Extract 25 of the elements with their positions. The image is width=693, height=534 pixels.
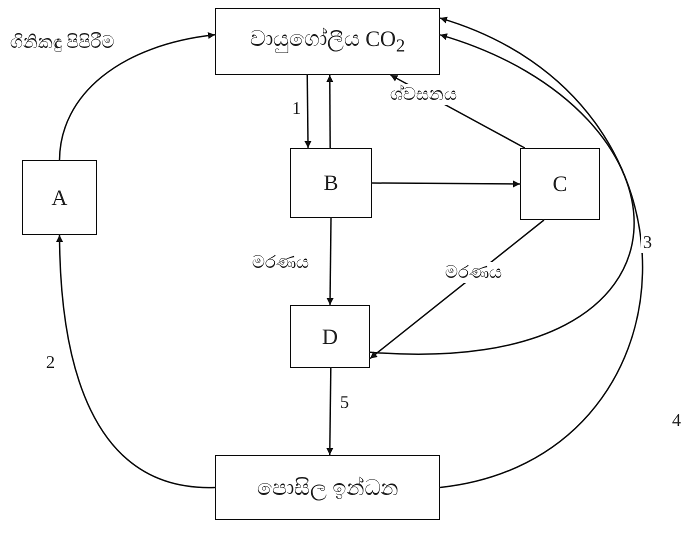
- process-box: [520, 148, 600, 220]
- arrow: [372, 180, 520, 188]
- edge-label: ගිනිකඳු පිපිරීම: [8, 32, 116, 53]
- edge-label: ශ්වසනය: [388, 84, 459, 105]
- arrow: [304, 75, 312, 148]
- node-label: වායුගෝලීය CO$_{2}$: [250, 26, 406, 57]
- arrow: [440, 17, 643, 488]
- process-box: [290, 305, 370, 368]
- reservoir-box: [215, 8, 440, 75]
- node-label: පොසිල ඉන්ධන: [256, 474, 398, 500]
- node-label: D: [322, 324, 338, 350]
- arrow: [326, 368, 334, 456]
- arrow: [326, 218, 334, 305]
- edge-label: 3: [641, 232, 654, 253]
- arrow: [56, 234, 216, 488]
- node-label: A: [52, 184, 68, 210]
- reservoir-box: [215, 455, 440, 520]
- node-label: C: [552, 171, 568, 197]
- edge-label: මරණය: [443, 262, 504, 283]
- process-box: [290, 148, 372, 218]
- arrow: [370, 34, 634, 354]
- node-label: B: [324, 170, 338, 196]
- arrow: [58, 32, 216, 160]
- arrow: [326, 75, 334, 148]
- process-box: [22, 160, 97, 235]
